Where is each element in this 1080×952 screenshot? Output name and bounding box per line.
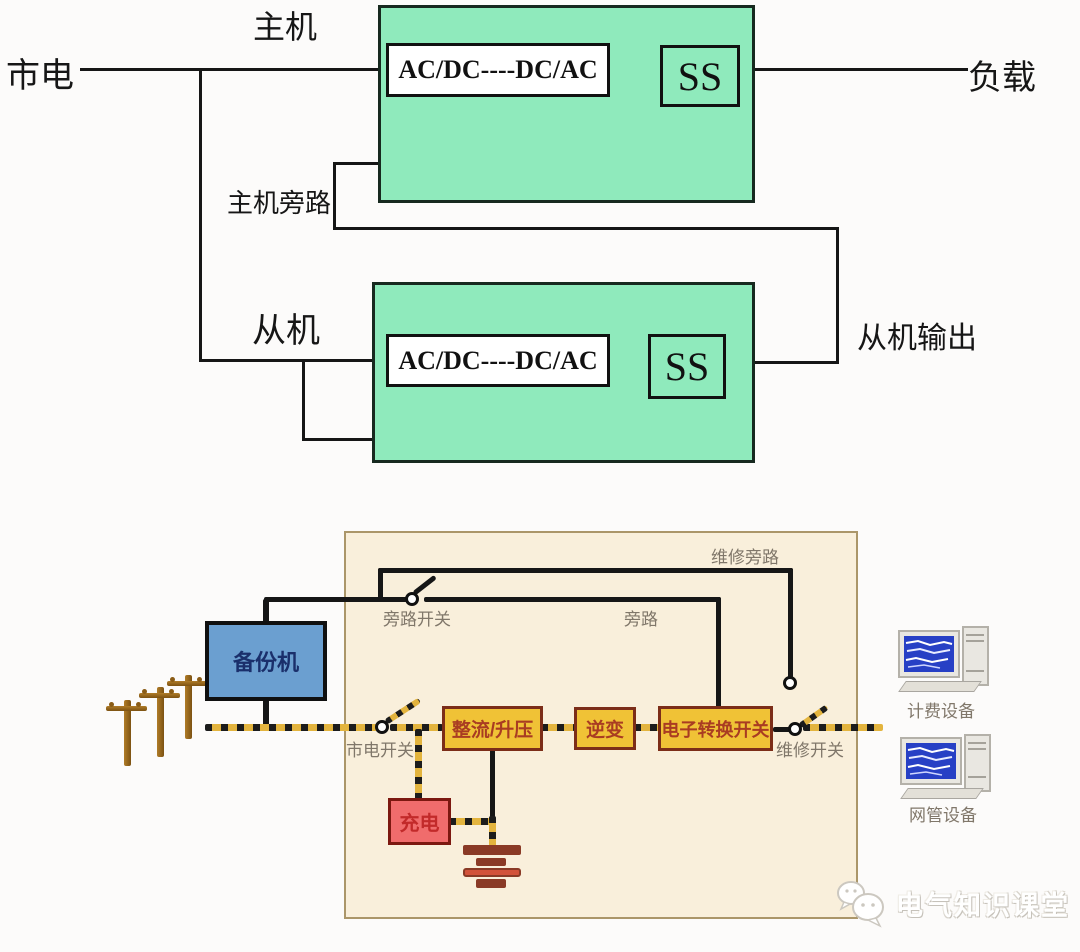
mains-switch-label: 市电开关 (346, 741, 414, 760)
wire-backup-riser-bottom (263, 699, 269, 729)
bus-inverter-to-transfer (634, 724, 659, 731)
master-label: 主机 (253, 8, 318, 46)
slave-static-switch-box: SS (648, 334, 726, 399)
bypass-switch-contact-icon (405, 592, 419, 606)
backup-unit-box: 备份机 (205, 621, 327, 701)
wire-bypass-to-slave-output (836, 227, 839, 364)
slave-converter-box: AC/DC----DC/AC (386, 334, 610, 387)
wire-master-bypass-left (333, 162, 336, 230)
electronic-transfer-switch-box: 电子转换开关 (658, 706, 773, 751)
network-device-label: 网管设备 (909, 806, 977, 825)
mains-label: 市电 (6, 56, 74, 96)
slave-output-label: 从机输出 (857, 321, 977, 356)
maintenance-bypass-terminal-icon (783, 676, 797, 690)
charger-label: 充电 (399, 813, 440, 835)
wire-master-output (738, 68, 968, 71)
backup-unit-label: 备份机 (232, 650, 299, 675)
billing-computer-icon (898, 626, 990, 692)
wire-slave-output (724, 361, 839, 364)
bus-charger-to-battery (449, 818, 492, 825)
master-converter-box: AC/DC----DC/AC (386, 43, 610, 97)
load-label: 负载 (968, 58, 1036, 98)
maintenance-switch-label: 维修开关 (776, 741, 844, 760)
bus-output-right (803, 724, 883, 731)
inverter-label: 逆变 (585, 720, 624, 741)
wire-bypass-drop-to-transfer-switch (716, 597, 721, 708)
bypass-switch-label: 旁路开关 (383, 610, 451, 629)
wire-bypass-right (424, 597, 721, 602)
slave-static-switch-label: SS (664, 344, 710, 389)
electronic-transfer-switch-label: 电子转换开关 (661, 719, 770, 740)
mains-switch-contact-icon (375, 720, 389, 734)
wire-transfer-switch-out-stub (773, 727, 795, 732)
bypass-label: 旁路 (624, 610, 658, 629)
wire-slave-bypass-branch (302, 359, 305, 441)
bus-drop-to-charger (415, 729, 422, 800)
wire-mains-branch-down (199, 68, 202, 362)
slave-converter-label: AC/DC----DC/AC (398, 345, 598, 375)
bus-mains-left (205, 724, 377, 731)
master-bypass-label: 主机旁路 (227, 189, 332, 219)
bus-battery-drop (489, 816, 496, 848)
wire-slave-input (199, 359, 389, 362)
master-converter-label: AC/DC----DC/AC (398, 55, 598, 84)
chat-bubbles-icon (834, 874, 890, 930)
rectifier-boost-label: 整流/升压 (451, 720, 534, 741)
watermark-brand-text: 电气知识课堂 (896, 891, 1070, 921)
master-static-switch-box: SS (660, 45, 740, 107)
wire-master-bypass-lower (333, 227, 839, 230)
inverter-box: 逆变 (574, 707, 636, 750)
charger-box: 充电 (388, 798, 451, 845)
maintenance-switch-contact-icon (788, 722, 802, 736)
wire-mains-input (80, 68, 386, 71)
billing-device-label: 计费设备 (907, 702, 975, 721)
master-static-switch-label: SS (677, 53, 723, 99)
rectifier-boost-box: 整流/升压 (442, 706, 543, 751)
bus-to-rectifier (390, 724, 443, 731)
wire-rectifier-to-battery (490, 748, 495, 824)
wire-maintenance-bypass-top (378, 568, 793, 573)
wire-backup-riser-top (263, 599, 269, 624)
wire-bypass-left (264, 597, 407, 602)
wire-maintenance-bypass-right-drop (788, 568, 793, 678)
network-computer-icon (900, 734, 992, 799)
wire-maintenance-bypass-left-drop (378, 568, 383, 602)
bus-rectifier-to-inverter (541, 724, 575, 731)
maintenance-bypass-label: 维修旁路 (711, 548, 779, 567)
slave-label: 从机 (252, 311, 320, 351)
